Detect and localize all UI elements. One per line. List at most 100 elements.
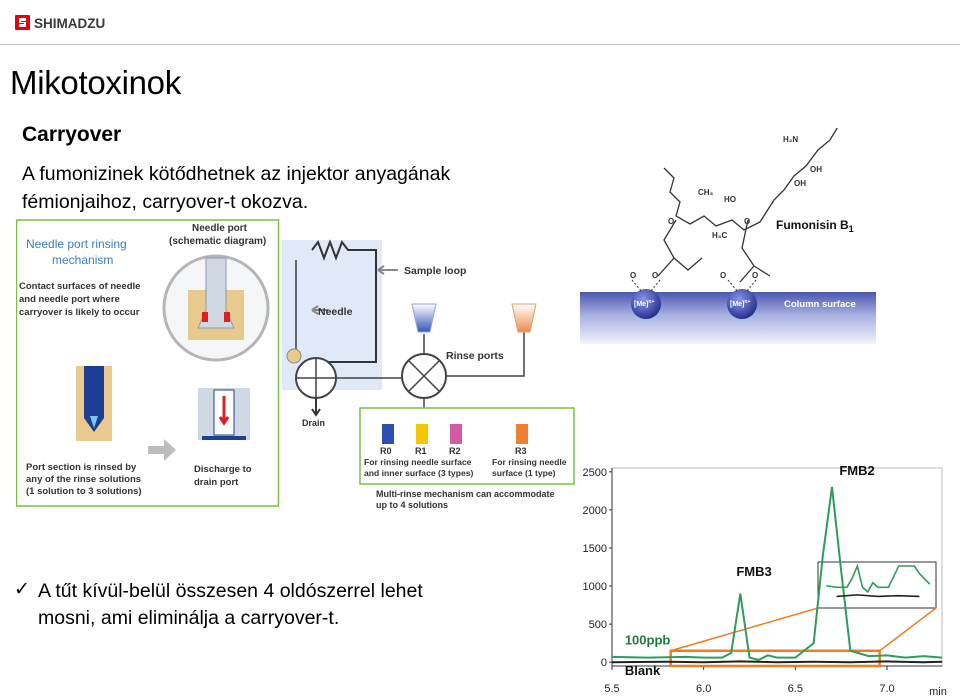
- page-title: Mikotoxinok: [10, 64, 181, 101]
- zoom-connector-right: [879, 607, 937, 652]
- rinse-flow-icon: [90, 416, 98, 428]
- drain-valve-cross: [296, 358, 336, 398]
- rinse-port-orange: [511, 303, 537, 333]
- oxygen-label-6: O: [752, 271, 758, 280]
- rinsed-label-3: (1 solution to 3 solutions): [26, 486, 142, 497]
- drain-arrow-icon: [311, 398, 321, 417]
- x-axis-unit: min: [929, 686, 947, 697]
- zoom-inset-frame: [817, 561, 937, 609]
- series-line-blank: [611, 660, 943, 664]
- rinse-1-type-line-1: For rinsing needle: [492, 457, 567, 467]
- rinse-1-type-line-2: surface (1 type): [492, 468, 556, 478]
- inset-series-line-sample: [826, 563, 931, 594]
- drain-line: [202, 436, 246, 440]
- oh-label-2: OH: [794, 179, 806, 188]
- contact-label-3: carryover is likely to occur: [19, 307, 140, 318]
- shimadzu-logo: SHIMADZU: [14, 12, 124, 34]
- section-subtitle: Carryover: [22, 123, 122, 146]
- bottle-r0-label: R0: [380, 446, 392, 456]
- contact-mark-left: [202, 312, 208, 322]
- y-tick-label: 2000: [583, 505, 607, 517]
- contact-label-1: Contact surfaces of needle: [19, 281, 140, 292]
- y-tick-label: 1000: [583, 581, 607, 593]
- multi-rinse-line-2: up to 4 solutions: [376, 500, 448, 510]
- body-paragraph: A fumonizinek kötődhetnek az injektor an…: [22, 160, 542, 216]
- bottle-r0: [382, 424, 394, 444]
- rinsed-label-2: any of the rinse solutions: [26, 474, 141, 485]
- fumonisin-label: Fumonisin B1: [776, 218, 854, 234]
- ester-chains: [657, 219, 771, 283]
- rinsed-needle: [84, 366, 104, 432]
- rinse-valve-cross: [407, 359, 441, 393]
- rinse-tubing: [336, 316, 525, 418]
- inset-series-line-blank: [836, 594, 920, 598]
- bullet-paragraph: A tűt kívül-belül összesen 4 oldószerrel…: [38, 578, 558, 632]
- sample-loop-arrow: [377, 265, 398, 275]
- h2n-label: H₂N: [783, 135, 798, 144]
- y-tick-label: 2500: [583, 467, 607, 479]
- y-tick-label: 1500: [583, 543, 607, 555]
- rinse-3-types-line-1: For rinsing needle surface: [364, 457, 472, 467]
- multi-rinse-line-1: Multi-rinse mechanism can accommodate: [376, 489, 555, 499]
- rinse-ports-label: Rinse ports: [446, 350, 504, 362]
- column-surface-label: Column surface: [784, 299, 856, 310]
- body-line-1: A fumonizinek kötődhetnek az injektor an…: [22, 163, 451, 185]
- rinse-title-line-2: mechanism: [52, 253, 113, 267]
- body-line-2: fémionjaihoz, carryover-t okozva.: [22, 191, 309, 213]
- oh-label-1: OH: [810, 165, 822, 174]
- shimadzu-logo-text: SHIMADZU: [34, 16, 105, 31]
- needle-port-marker: [286, 348, 302, 364]
- ch3-label: CH₃: [698, 188, 714, 197]
- bottle-r2: [450, 424, 462, 444]
- annotation-fmb3: FMB3: [736, 564, 771, 579]
- annotation-100ppb: 100ppb: [625, 633, 671, 648]
- drain-label: Drain: [302, 418, 325, 428]
- y-tick-label: 500: [589, 619, 607, 631]
- bottle-r1-label: R1: [415, 446, 427, 456]
- metal-ion-left: [631, 289, 661, 319]
- rinse-3-types-line-2: and inner surface (3 types): [364, 468, 474, 478]
- h3c-label: H₃C: [712, 231, 727, 240]
- sample-loop-line: [311, 239, 377, 363]
- contact-mark-right: [224, 312, 230, 322]
- needle-port-label: Needle port: [192, 223, 248, 234]
- arrow-right-icon: [148, 439, 176, 461]
- rinse-right-frame: [359, 407, 575, 485]
- ho-label: HO: [724, 195, 736, 204]
- bottle-r3-label: R3: [515, 446, 527, 456]
- oxygen-label-4: O: [652, 271, 658, 280]
- y-tick-label: 0: [601, 657, 607, 669]
- annotation-blank: Blank: [625, 663, 661, 678]
- metal-ion-right: [727, 289, 757, 319]
- discharge-label-2: drain port: [194, 477, 239, 488]
- rinsed-label-1: Port section is rinsed by: [26, 462, 137, 473]
- needle-port-sub-label: (schematic diagram): [169, 236, 266, 247]
- needle-body: [197, 257, 235, 329]
- sample-loop-label: Sample loop: [404, 265, 466, 277]
- oxygen-label-2: O: [744, 217, 750, 226]
- rinse-port-blue: [411, 303, 437, 333]
- x-tick-label: 5.5: [604, 683, 619, 695]
- metal-ion-right-label: [Me]n+: [730, 299, 750, 308]
- oxygen-label-5: O: [720, 271, 726, 280]
- x-tick-label: 6.5: [788, 683, 803, 695]
- bottle-r1: [416, 424, 428, 444]
- contact-label-2: and needle port where: [19, 294, 120, 305]
- carbon-backbone: [663, 128, 838, 231]
- bullet-line-1: A tűt kívül-belül összesen 4 oldószerrel…: [38, 580, 423, 602]
- zoom-highlight-box: [669, 649, 881, 668]
- bottle-r3: [516, 424, 528, 444]
- needle-arrow: [311, 305, 328, 315]
- series-line-sample: [611, 486, 943, 661]
- oxygen-label-3: O: [630, 271, 636, 280]
- bottle-r2-label: R2: [449, 446, 461, 456]
- annotation-fmb2: FMB2: [839, 463, 874, 478]
- rinse-mechanism-diagram: Needle port rinsing mechanism Needle por…: [16, 219, 575, 510]
- checkmark-icon: ✓: [14, 579, 30, 600]
- metal-ion-left-label: [Me]n+: [634, 299, 654, 308]
- header-divider: [0, 44, 960, 45]
- fumonisin-molecule-figure: H₂N OH OH HO CH₃ H₃C O O O O O O Fumonis…: [580, 128, 880, 346]
- arrow-down-icon: [218, 396, 230, 426]
